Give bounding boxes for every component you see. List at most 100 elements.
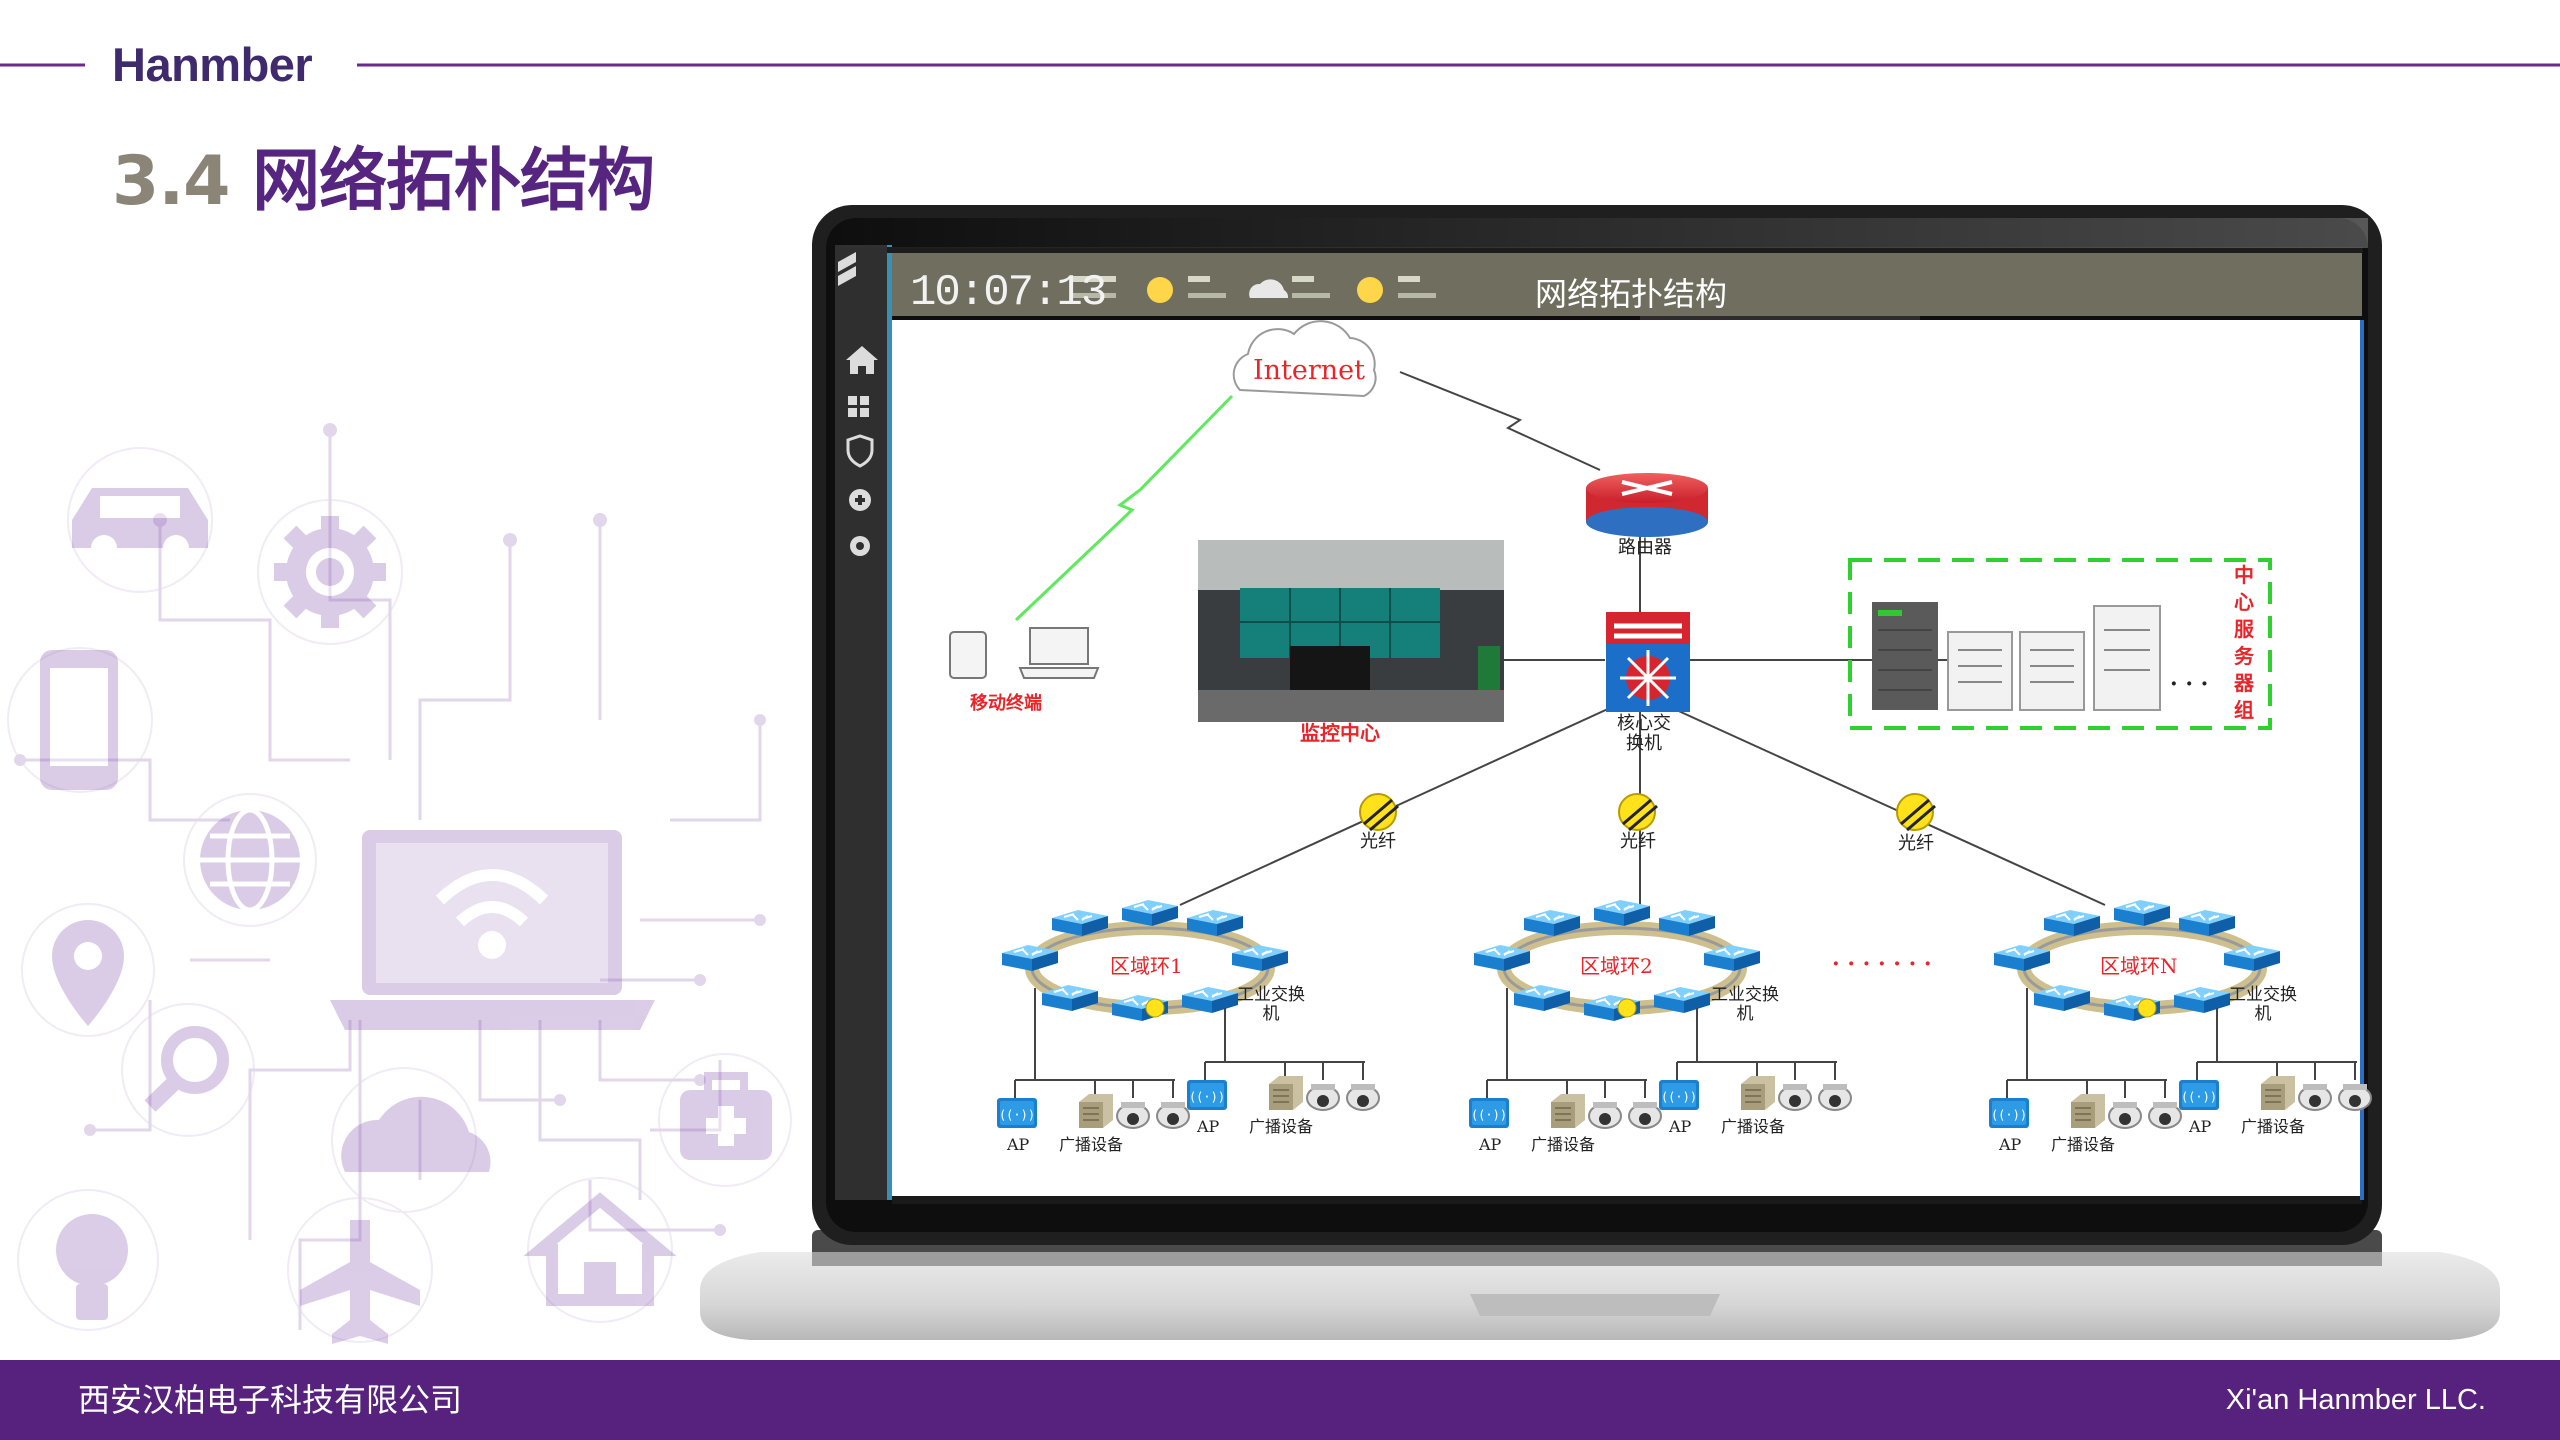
ap-label: AP bbox=[1999, 1135, 2022, 1154]
ring-2 bbox=[1473, 899, 1761, 1022]
gear-icon bbox=[274, 516, 386, 628]
router-label: 路由器 bbox=[1618, 537, 1672, 558]
ap-icon bbox=[997, 1098, 1037, 1128]
broadcast-device-icon bbox=[1078, 1093, 1114, 1129]
ring-fiber-node bbox=[1617, 998, 1637, 1018]
ap-label: AP bbox=[1197, 1117, 1220, 1136]
camera-icon bbox=[2338, 1083, 2372, 1111]
camera-icon bbox=[1116, 1101, 1150, 1129]
camera-icon bbox=[2108, 1101, 2142, 1129]
airplane-icon bbox=[300, 1220, 420, 1344]
camera-icon bbox=[1156, 1101, 1190, 1129]
camera-icon bbox=[2298, 1083, 2332, 1111]
broadcast-device-icon bbox=[2070, 1093, 2106, 1129]
ring-label-1: 区域环1 bbox=[1110, 954, 1183, 978]
ap-icon bbox=[1187, 1080, 1227, 1110]
cloud-icon bbox=[341, 1096, 491, 1172]
broadcast-device-icon bbox=[2260, 1075, 2296, 1111]
camera-icon bbox=[1306, 1083, 1340, 1111]
section-number: 3.4 bbox=[112, 142, 230, 221]
broadcast-device-icon bbox=[1740, 1075, 1776, 1111]
ring-ellipsis: · · · · · · · bbox=[1832, 951, 1932, 977]
mobile-terminal-label: 移动终端 bbox=[970, 693, 1042, 714]
router-icon bbox=[1586, 473, 1708, 537]
camera-icon bbox=[1346, 1083, 1380, 1111]
add-circle-icon[interactable] bbox=[849, 489, 871, 511]
screen-title: 网络拓扑结构 bbox=[1535, 275, 1728, 313]
ap-icon bbox=[1659, 1080, 1699, 1110]
ap-icon bbox=[1989, 1098, 2029, 1128]
section-title: 网络拓朴结构 bbox=[252, 142, 655, 221]
broadcast-label: 广播设备 bbox=[1059, 1135, 1124, 1154]
settings-icon[interactable] bbox=[850, 536, 870, 556]
fiber-label: 光纤 bbox=[1898, 833, 1934, 854]
grid-icon[interactable] bbox=[848, 396, 869, 417]
server-ellipsis: · · · bbox=[2170, 671, 2209, 697]
laptop-wifi-icon bbox=[330, 830, 655, 1030]
ap-label: AP bbox=[1479, 1135, 1502, 1154]
core-switch-label: 核心交换机 bbox=[1617, 713, 1671, 754]
monitor-center-photo bbox=[1198, 540, 1504, 722]
sun-icon bbox=[1147, 277, 1173, 303]
network-topology bbox=[949, 320, 2372, 1129]
house-icon bbox=[523, 1192, 677, 1306]
magnifier-icon bbox=[144, 1026, 229, 1112]
location-pin-icon bbox=[52, 920, 124, 1026]
area-rings bbox=[1001, 899, 2281, 1022]
internet-label: Internet bbox=[1253, 355, 1366, 386]
ap-icon bbox=[2179, 1080, 2219, 1110]
ap-label: AP bbox=[2189, 1117, 2212, 1136]
brand-logo: Hanmber bbox=[112, 38, 313, 91]
screen-clock: 10:07:13 bbox=[910, 268, 1107, 318]
ring-fiber-node bbox=[1145, 998, 1165, 1018]
ring-label-n: 区域环N bbox=[2100, 954, 2178, 978]
ring-label-2: 区域环2 bbox=[1580, 954, 1653, 978]
background-icons bbox=[40, 488, 772, 1344]
phone-icon bbox=[40, 650, 118, 790]
car-icon bbox=[72, 488, 208, 561]
camera-icon bbox=[1588, 1101, 1622, 1129]
broadcast-label: 广播设备 bbox=[2051, 1135, 2116, 1154]
broadcast-device-icon bbox=[1550, 1093, 1586, 1129]
ap-label: AP bbox=[1669, 1117, 1692, 1136]
core-switch-icon bbox=[1606, 612, 1690, 712]
shield-icon[interactable] bbox=[846, 434, 874, 468]
broadcast-label: 广播设备 bbox=[1721, 1117, 1786, 1136]
laptop-mockup bbox=[700, 205, 2500, 1340]
fiber-icon bbox=[1359, 793, 1936, 832]
logo-icon bbox=[838, 252, 856, 286]
home-icon[interactable] bbox=[846, 346, 878, 374]
fiber-label: 光纤 bbox=[1360, 831, 1396, 852]
camera-icon bbox=[1818, 1083, 1852, 1111]
slide-title: 3.4 网络拓朴结构 bbox=[112, 136, 655, 228]
broadcast-label: 广播设备 bbox=[1531, 1135, 1596, 1154]
ap-icon bbox=[1469, 1098, 1509, 1128]
camera-icon bbox=[1628, 1101, 1662, 1129]
industrial-switch-label: 工业交换机 bbox=[1711, 985, 1779, 1024]
monitor-center-label: 监控中心 bbox=[1300, 721, 1380, 745]
ring-fiber-node bbox=[2137, 998, 2157, 1018]
weather-bar bbox=[1072, 276, 1436, 303]
industrial-switch-label: 工业交换机 bbox=[1237, 985, 1305, 1024]
camera-icon bbox=[1778, 1083, 1812, 1111]
footer-company-en: Xi'an Hanmber LLC. bbox=[2225, 1384, 2486, 1416]
ring-1 bbox=[1001, 899, 1289, 1022]
fiber-label: 光纤 bbox=[1620, 831, 1656, 852]
globe-icon bbox=[200, 807, 300, 913]
broadcast-label: 广播设备 bbox=[2241, 1117, 2306, 1136]
broadcast-label: 广播设备 bbox=[1249, 1117, 1314, 1136]
background-decoration bbox=[7, 423, 792, 1343]
industrial-switch-label: 工业交换机 bbox=[2229, 985, 2297, 1024]
lightbulb-icon bbox=[56, 1214, 128, 1320]
medical-kit-icon bbox=[680, 1072, 772, 1160]
internet-cloud-icon bbox=[1232, 320, 1377, 398]
ap-label: AP bbox=[1007, 1135, 1030, 1154]
cloud-weather-icon bbox=[1249, 279, 1289, 298]
mobile-terminal-icon bbox=[949, 627, 1100, 679]
ring-3 bbox=[1993, 899, 2281, 1022]
broadcast-device-icon bbox=[1268, 1075, 1304, 1111]
camera-icon bbox=[2148, 1101, 2182, 1129]
server-group-label: 中 心 服 务 器 组 bbox=[2234, 563, 2254, 722]
footer-bar: 西安汉柏电子科技有限公司 Xi'an Hanmber LLC. bbox=[0, 1360, 2560, 1440]
server-group bbox=[1848, 558, 2272, 730]
